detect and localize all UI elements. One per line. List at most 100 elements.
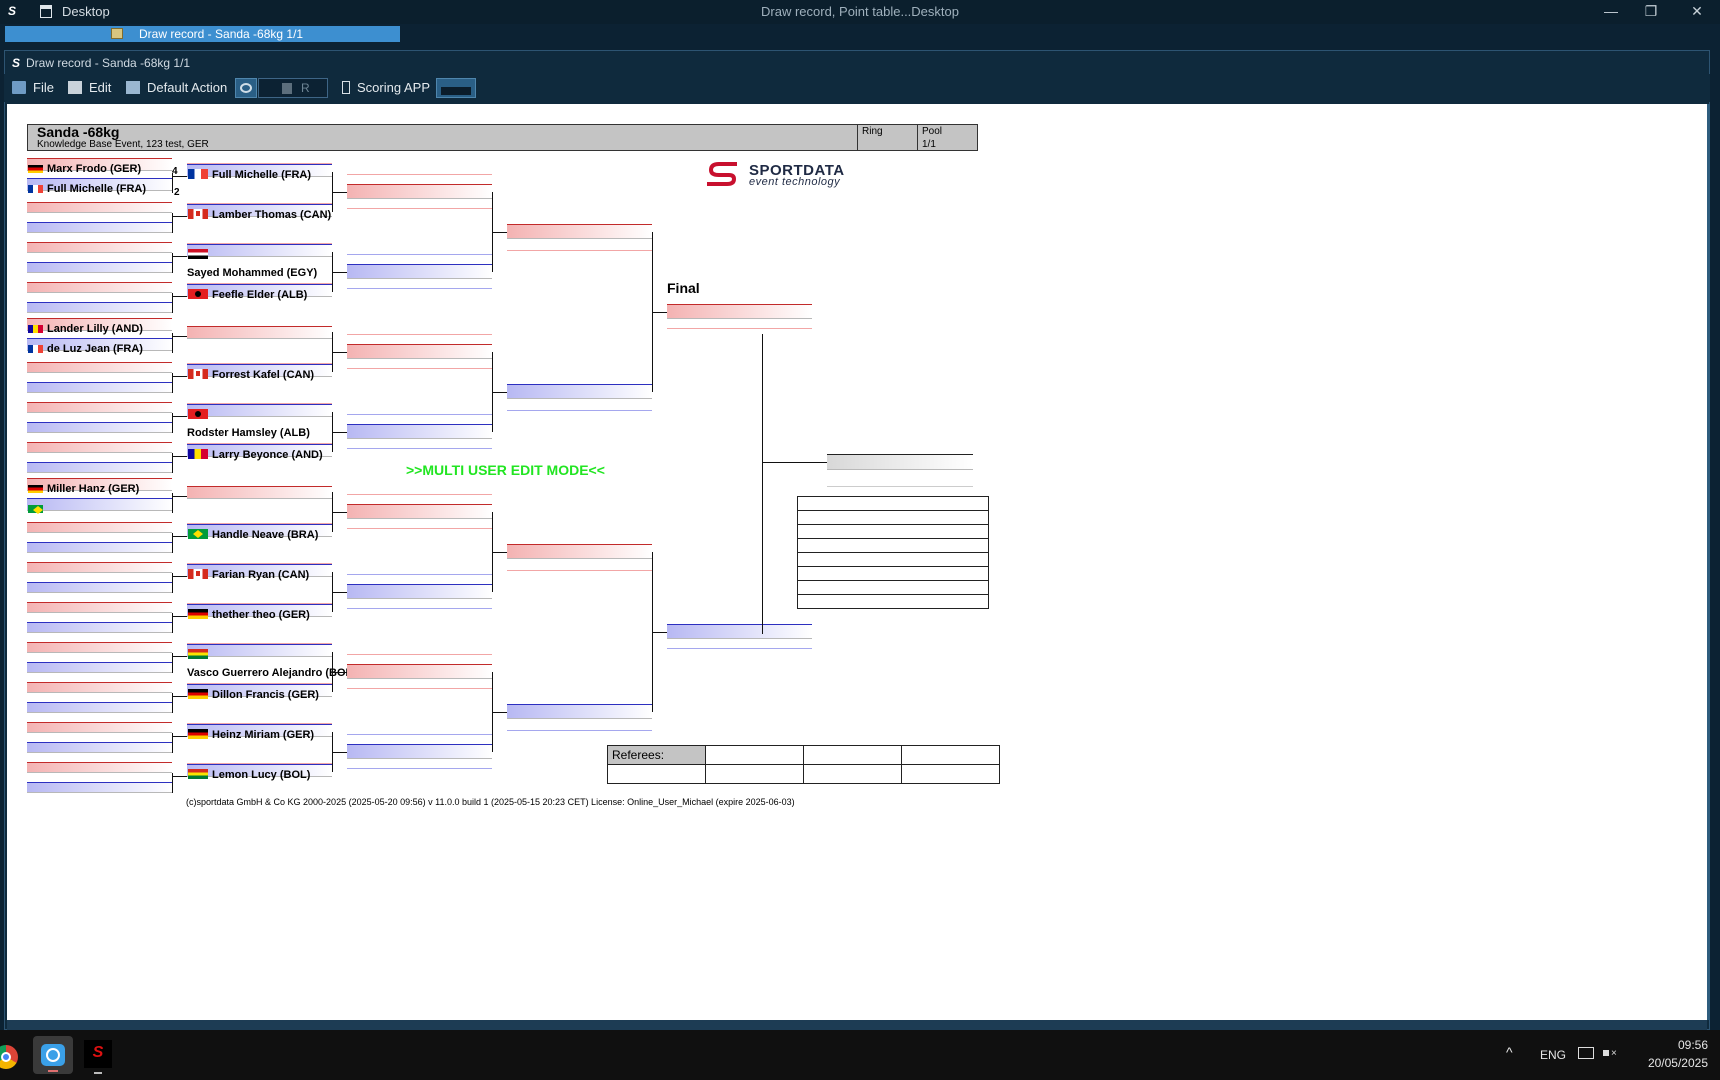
competitor-name: Heinz Miriam (GER) xyxy=(212,729,315,741)
round3-slot[interactable] xyxy=(347,424,492,439)
competitor-slot[interactable]: thether theo (GER) xyxy=(187,604,332,621)
empty-slot[interactable] xyxy=(27,222,172,233)
final-slot[interactable] xyxy=(667,624,812,639)
empty-slot[interactable] xyxy=(27,562,172,573)
empty-slot[interactable] xyxy=(27,622,172,633)
empty-slot[interactable] xyxy=(187,326,332,339)
competitor-slot[interactable]: Farian Ryan (CAN) xyxy=(187,564,332,581)
competitor-name: Sayed Mohammed (EGY) xyxy=(187,267,318,279)
slot-topline xyxy=(347,654,492,656)
horizontal-scrollbar[interactable] xyxy=(7,1020,1707,1030)
referee-cell[interactable] xyxy=(803,745,902,765)
file-menu[interactable]: File xyxy=(12,80,54,96)
flag-bol-icon xyxy=(188,769,208,779)
referee-cell[interactable] xyxy=(607,764,706,784)
empty-slot[interactable] xyxy=(27,282,172,293)
empty-slot[interactable] xyxy=(27,742,172,753)
competitor-slot[interactable]: de Luz Jean (FRA) xyxy=(27,338,172,355)
empty-slot[interactable] xyxy=(27,682,172,693)
competitor-slot[interactable]: Forrest Kafel (CAN) xyxy=(187,364,332,381)
empty-slot[interactable] xyxy=(187,486,332,499)
vertical-scrollbar[interactable] xyxy=(1707,104,1710,1020)
referee-cell[interactable] xyxy=(705,745,804,765)
semifinal-slot[interactable] xyxy=(507,224,652,239)
competitor-slot[interactable]: Miller Hanz (GER) xyxy=(27,478,172,495)
referee-cell[interactable] xyxy=(901,745,1000,765)
winner-slot[interactable] xyxy=(827,454,973,470)
competitor-slot[interactable]: Larry Beyonce (AND) xyxy=(187,444,332,461)
empty-slot[interactable] xyxy=(27,382,172,393)
round3-slot[interactable] xyxy=(347,584,492,599)
empty-slot[interactable] xyxy=(27,202,172,213)
sportdata-taskbar-icon[interactable]: S xyxy=(84,1040,112,1074)
chrome-icon[interactable] xyxy=(0,1045,18,1069)
empty-slot[interactable] xyxy=(27,542,172,553)
empty-slot[interactable] xyxy=(27,362,172,373)
empty-slot[interactable] xyxy=(27,302,172,313)
taskbar-app-active[interactable] xyxy=(33,1036,73,1074)
network-icon[interactable] xyxy=(1578,1047,1594,1059)
empty-slot[interactable] xyxy=(27,442,172,453)
bracket-line xyxy=(332,592,347,593)
referee-cell[interactable] xyxy=(803,764,902,784)
close-button[interactable]: ✕ xyxy=(1691,3,1703,19)
round3-slot[interactable] xyxy=(347,264,492,279)
competitor-slot[interactable]: Knowles Amanda (BRA) xyxy=(27,498,172,533)
slot-topline xyxy=(347,334,492,336)
competitor-slot[interactable]: Feefle Elder (ALB) xyxy=(187,284,332,301)
bracket-line xyxy=(172,736,187,737)
competitor-slot[interactable]: Heinz Miriam (GER) xyxy=(187,724,332,741)
clock-time[interactable]: 09:56 xyxy=(1677,1038,1708,1052)
competitor-slot[interactable]: Handle Neave (BRA) xyxy=(187,524,332,541)
round3-slot[interactable] xyxy=(347,184,492,199)
competitor-slot[interactable]: Full Michelle (FRA) xyxy=(187,164,332,181)
referee-cell[interactable] xyxy=(901,764,1000,784)
competitor-slot[interactable]: Rodster Hamsley (ALB) xyxy=(187,404,332,439)
empty-slot[interactable] xyxy=(27,662,172,673)
competitor-slot[interactable]: Dillon Francis (GER) xyxy=(187,684,332,701)
podium-button[interactable] xyxy=(436,78,476,98)
settings-toggle-button[interactable] xyxy=(235,78,257,98)
empty-slot[interactable] xyxy=(27,642,172,653)
final-slot[interactable] xyxy=(667,304,812,319)
competitor-slot[interactable]: Lemon Lucy (BOL) xyxy=(187,764,332,781)
empty-slot[interactable] xyxy=(27,762,172,773)
competitor-slot[interactable]: Lamber Thomas (CAN) xyxy=(187,204,332,221)
maximize-button[interactable]: ❐ xyxy=(1644,3,1658,19)
round3-slot[interactable] xyxy=(347,744,492,759)
empty-slot[interactable] xyxy=(27,722,172,733)
language-indicator[interactable]: ENG xyxy=(1540,1048,1567,1062)
competitor-slot[interactable]: Sayed Mohammed (EGY) xyxy=(187,244,332,279)
referee-cell[interactable] xyxy=(705,764,804,784)
tab-draw-record[interactable]: Draw record - Sanda -68kg 1/1 xyxy=(5,26,400,42)
empty-slot[interactable] xyxy=(27,582,172,593)
r-field[interactable]: R xyxy=(258,78,328,98)
empty-slot[interactable] xyxy=(27,242,172,253)
competitor-slot[interactable]: Vasco Guerrero Alejandro (BOL) xyxy=(187,644,356,679)
semifinal-slot[interactable] xyxy=(507,704,652,719)
empty-slot[interactable] xyxy=(27,422,172,433)
competitor-slot[interactable]: Marx Frodo (GER) xyxy=(27,158,172,175)
default-action-menu[interactable]: Default Action xyxy=(126,80,227,96)
empty-slot[interactable] xyxy=(27,702,172,713)
round3-slot[interactable] xyxy=(347,664,492,679)
tray-chevron-icon[interactable]: ^ xyxy=(1506,1044,1513,1060)
competitor-slot[interactable]: Full Michelle (FRA) xyxy=(27,178,172,195)
empty-slot[interactable] xyxy=(27,522,172,533)
semifinal-slot[interactable] xyxy=(507,544,652,559)
empty-slot[interactable] xyxy=(27,402,172,413)
empty-slot[interactable] xyxy=(27,462,172,473)
edit-menu[interactable]: Edit xyxy=(68,80,111,96)
bracket-line xyxy=(652,312,667,313)
scoring-app-button[interactable]: Scoring APP xyxy=(342,80,430,96)
minimize-button[interactable]: — xyxy=(1604,3,1618,19)
clock-date[interactable]: 20/05/2025 xyxy=(1647,1056,1708,1070)
round3-slot[interactable] xyxy=(347,344,492,359)
semifinal-slot[interactable] xyxy=(507,384,652,399)
round3-slot[interactable] xyxy=(347,504,492,519)
empty-slot[interactable] xyxy=(27,262,172,273)
empty-slot[interactable] xyxy=(27,782,172,793)
speaker-muted-icon[interactable]: × xyxy=(1603,1046,1617,1060)
competitor-slot[interactable]: Lander Lilly (AND) xyxy=(27,318,172,335)
empty-slot[interactable] xyxy=(27,602,172,613)
